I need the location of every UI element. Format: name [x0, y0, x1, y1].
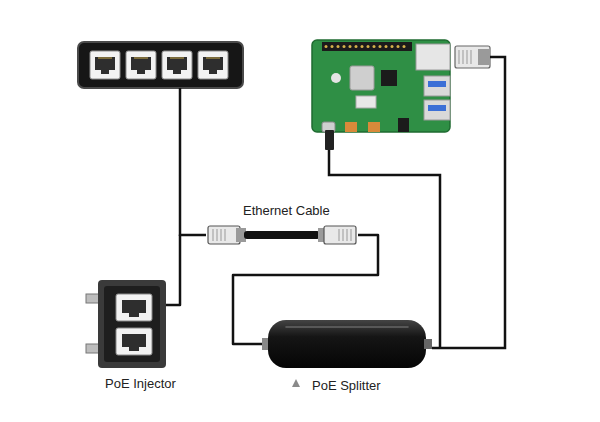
poe-injector: PoE Injector	[86, 280, 166, 368]
pi-ethernet-wire	[432, 57, 505, 348]
ethernet-cable: Ethernet Cable	[206, 224, 358, 246]
network-switch	[78, 42, 243, 88]
node-label: PoE Splitter	[312, 378, 381, 393]
switch-wire	[180, 88, 181, 236]
node-label: PoE Injector	[105, 376, 176, 391]
triangle-mark	[292, 379, 300, 387]
cable-wire	[166, 235, 206, 305]
raspberry-pi-board	[312, 40, 450, 132]
rj45-plug	[455, 46, 490, 68]
power-plug	[325, 130, 334, 150]
pi-power-wire	[329, 150, 440, 348]
cable-shape	[206, 224, 358, 246]
node-label: Ethernet Cable	[243, 203, 330, 218]
splitter-shape	[262, 318, 432, 370]
injector-shape	[86, 280, 166, 368]
poe-splitter: PoE Splitter	[262, 318, 432, 370]
